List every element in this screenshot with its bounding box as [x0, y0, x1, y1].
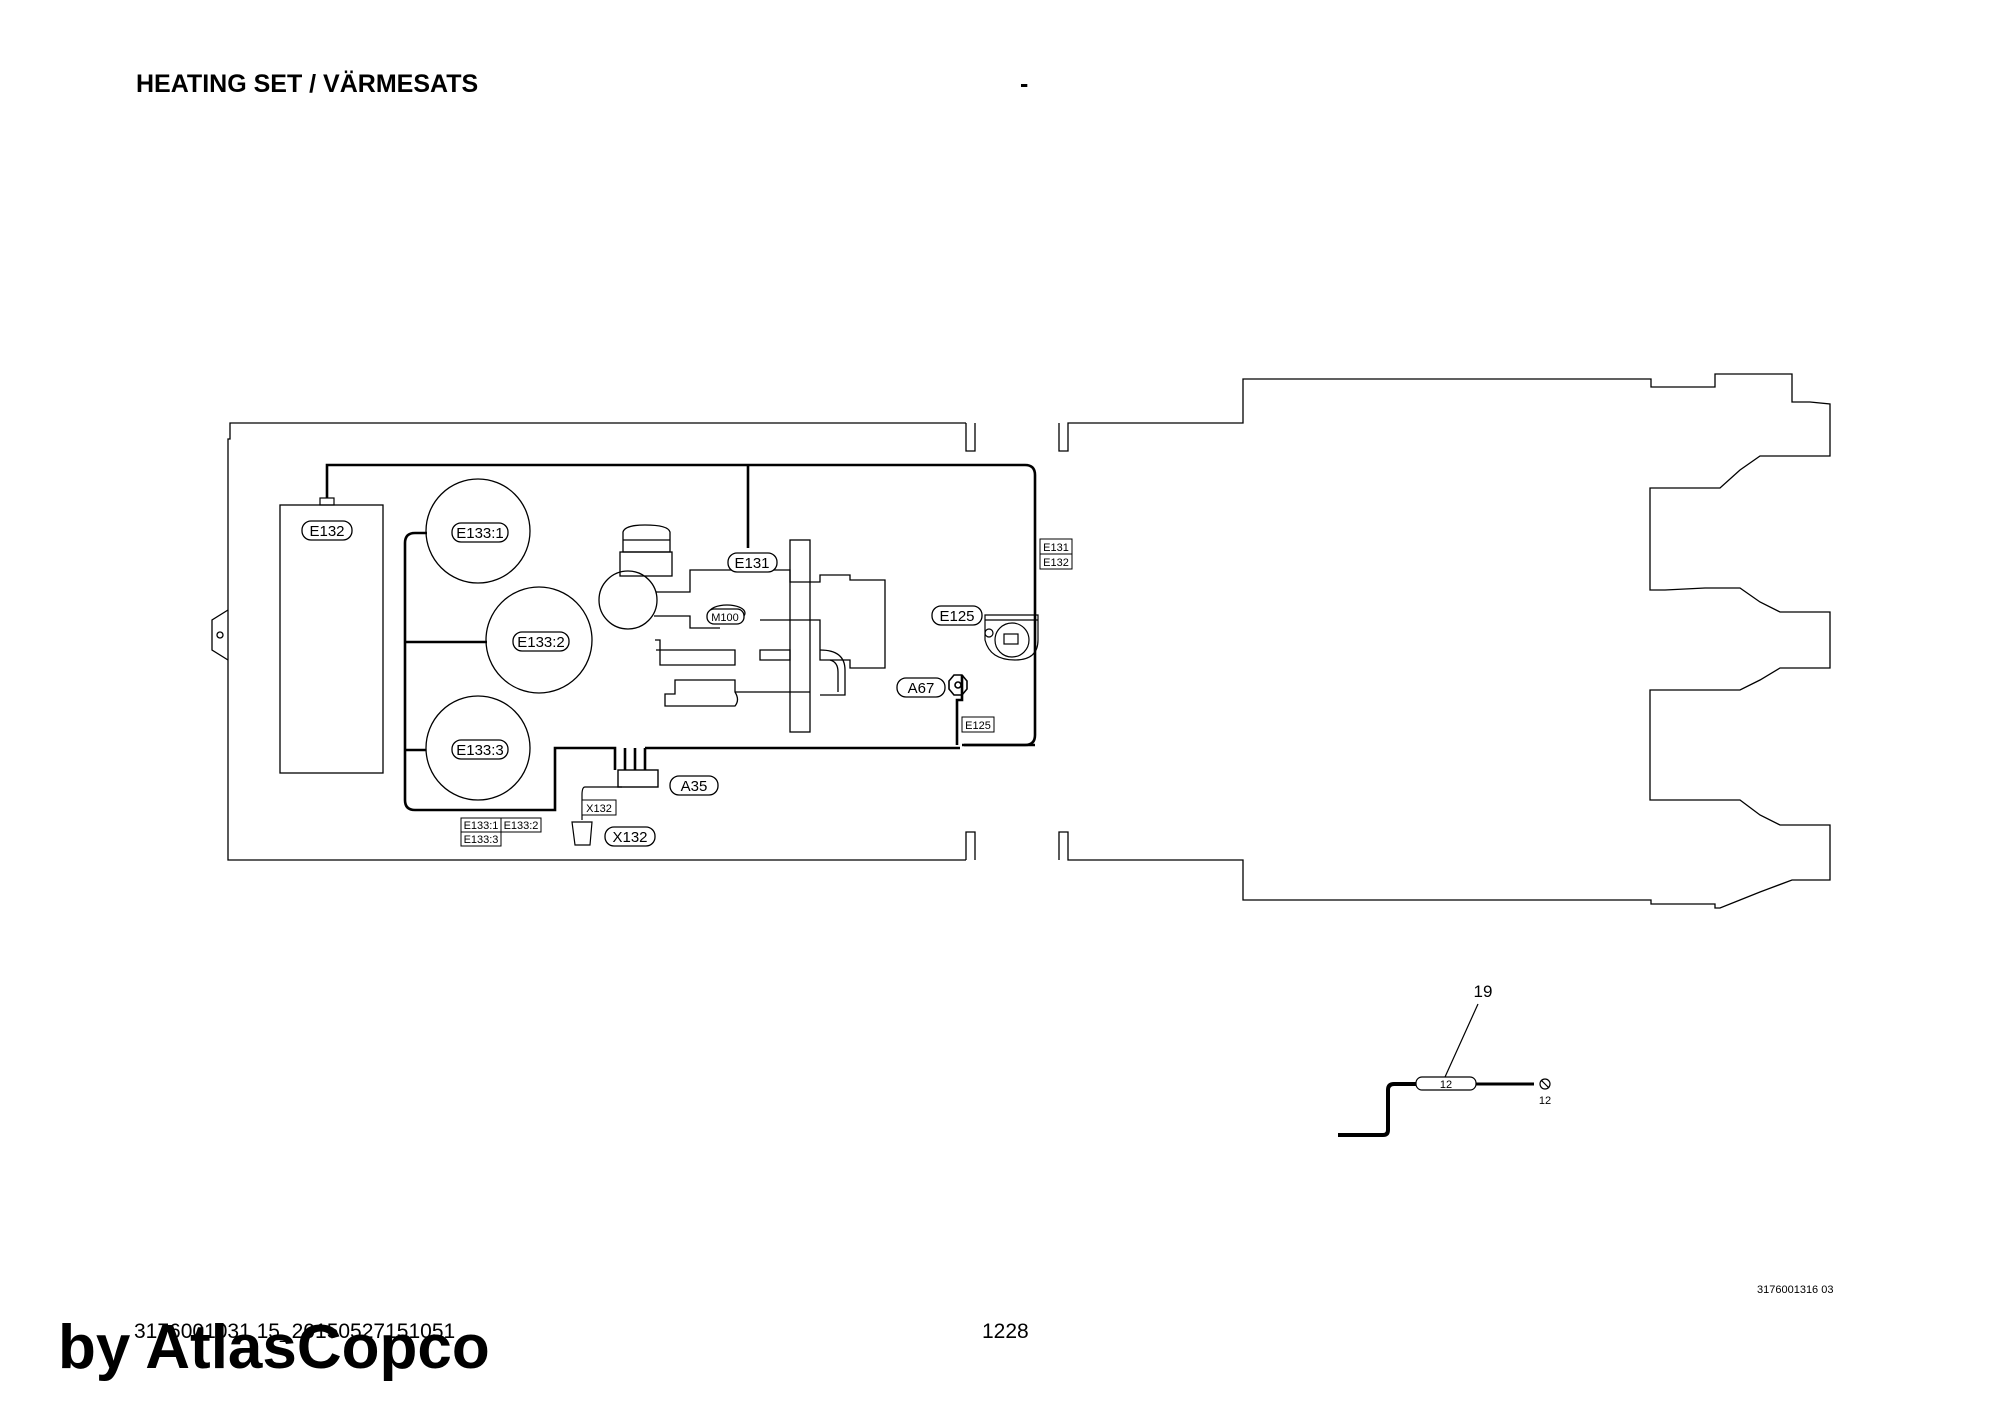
a35-connector [617, 769, 659, 788]
illustration-id: 3176001316 03 [1757, 1284, 1834, 1296]
callout-a67: A67 [908, 680, 935, 697]
callout-x132: X132 [612, 829, 647, 846]
callout-e133-1: E133:1 [456, 525, 504, 542]
tag-e132: E132 [1043, 557, 1069, 569]
tag-e133-3: E133:3 [464, 834, 499, 846]
e132-component [279, 504, 384, 774]
wiring-harness [325, 463, 1037, 812]
cable-label: 12 [1440, 1079, 1452, 1091]
callout-e133-2: E133:2 [517, 634, 565, 651]
tag-e131: E131 [1043, 542, 1069, 554]
callout-a35: A35 [681, 778, 708, 795]
callout-m100: M100 [711, 612, 739, 624]
cable-end-label: 12 [1539, 1095, 1551, 1107]
page-number: 1228 [982, 1320, 1029, 1343]
tag-e133-2: E133:2 [504, 820, 539, 832]
a67-sensor [948, 674, 968, 696]
tag-x132: X132 [586, 803, 612, 815]
callout-e131: E131 [734, 555, 769, 572]
item-number-19: 19 [1474, 982, 1493, 1001]
callout-e125: E125 [939, 608, 974, 625]
cable-detail: 19 12 12 [1338, 982, 1551, 1137]
callout-e132: E132 [309, 523, 344, 540]
e133-3-component [425, 695, 531, 801]
brand-watermark: by AtlasCopco [58, 1313, 490, 1382]
e125-fan [984, 614, 1039, 661]
e133-2-component [485, 586, 593, 694]
machine-outline [211, 373, 1831, 909]
callout-e133-3: E133:3 [456, 742, 504, 759]
document-number: 3176001031 15_20150527151051 [134, 1320, 456, 1343]
tag-e133-1: E133:1 [464, 820, 499, 832]
e133-1-component [425, 478, 531, 584]
x132-plug [571, 786, 622, 846]
header-dash: - [1020, 70, 1029, 98]
tag-e125: E125 [965, 720, 991, 732]
page-title: HEATING SET / VÄRMESATS [136, 70, 479, 98]
